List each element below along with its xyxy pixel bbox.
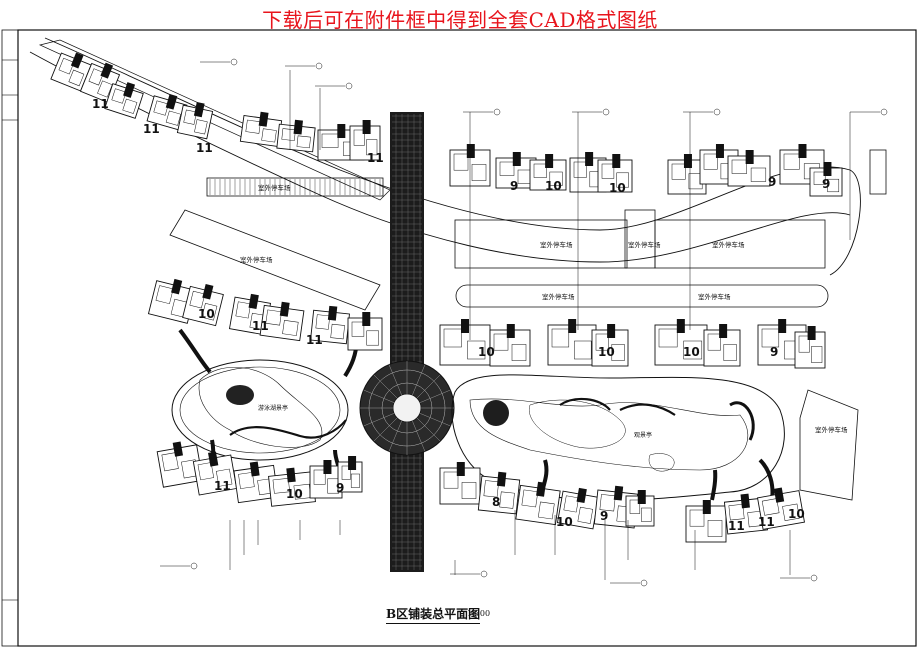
building-footprint bbox=[703, 324, 741, 367]
floor-count-label: 10 bbox=[598, 345, 615, 359]
building-footprint bbox=[489, 324, 531, 367]
floor-count-label: 11 bbox=[252, 319, 269, 333]
floor-count-label: 10 bbox=[545, 179, 562, 193]
parking-lot-5: 室外停车场 bbox=[654, 219, 826, 269]
left-oval-loop: 游泳湖景亭 bbox=[171, 359, 349, 461]
drawing-scale: 1:300 bbox=[467, 609, 491, 618]
parking-lot-8 bbox=[869, 149, 887, 195]
floor-count-label: 10 bbox=[556, 515, 573, 529]
building-footprint bbox=[276, 119, 316, 153]
building-footprint bbox=[182, 283, 224, 327]
floor-count-label: 10 bbox=[609, 181, 626, 195]
floor-count-label: 9 bbox=[822, 177, 830, 191]
floor-count-label: 11 bbox=[367, 151, 384, 165]
parking-lot-1: 室外停车场 bbox=[206, 177, 384, 197]
building-footprint bbox=[146, 93, 188, 131]
building-footprint bbox=[310, 305, 350, 345]
building-footprint bbox=[794, 326, 826, 369]
title-strip bbox=[1, 29, 19, 647]
building-footprint bbox=[439, 319, 491, 366]
building-footprint bbox=[757, 487, 805, 530]
building-footprint bbox=[309, 460, 343, 499]
building-footprint bbox=[156, 441, 204, 488]
building-footprint bbox=[597, 154, 633, 193]
parking-label: 室外停车场 bbox=[258, 183, 291, 192]
building-footprint bbox=[439, 462, 481, 505]
building-footprint bbox=[228, 293, 272, 336]
floor-count-label: 9 bbox=[336, 481, 344, 495]
residential-buildings bbox=[50, 52, 843, 543]
building-footprint bbox=[809, 162, 843, 197]
floor-count-label: 10 bbox=[198, 307, 215, 321]
building-footprint bbox=[104, 82, 144, 119]
central-boulevard bbox=[390, 112, 424, 572]
floor-count-label: 9 bbox=[510, 179, 518, 193]
building-footprint bbox=[685, 500, 727, 543]
building-footprint bbox=[556, 487, 600, 530]
floor-count-label: 10 bbox=[683, 345, 700, 359]
building-footprint bbox=[239, 111, 283, 148]
floor-count-label: 10 bbox=[286, 487, 303, 501]
parking-label: 室外停车场 bbox=[628, 240, 661, 249]
lake-park-label: 游泳湖景亭 bbox=[258, 404, 288, 412]
floor-count-label: 11 bbox=[143, 122, 160, 136]
building-footprint bbox=[176, 101, 214, 140]
building-footprint bbox=[625, 490, 655, 527]
parking-lot-7: 室外停车场 bbox=[799, 389, 859, 501]
drawing-title: B区铺装总平面图 bbox=[386, 605, 481, 624]
building-footprint bbox=[727, 150, 771, 187]
parking-label: 室外停车场 bbox=[240, 255, 273, 264]
floor-count-label: 11 bbox=[758, 515, 775, 529]
building-footprint bbox=[515, 481, 561, 526]
floor-count-label: 11 bbox=[728, 519, 745, 533]
floor-counts: 11 11 11 11 9 10 10 9 9 10 11 11 10 10 1… bbox=[92, 97, 830, 533]
building-footprint bbox=[477, 471, 521, 515]
parking-label: 室外停车场 bbox=[542, 292, 575, 301]
building-footprint bbox=[591, 324, 629, 367]
parking-lot-2: 室外停车场 bbox=[169, 209, 381, 311]
building-footprint bbox=[723, 493, 769, 535]
floor-count-label: 11 bbox=[214, 479, 231, 493]
building-footprint bbox=[495, 152, 537, 189]
floor-count-label: 11 bbox=[92, 97, 109, 111]
building-footprint bbox=[50, 52, 92, 92]
parking-label: 室外停车场 bbox=[712, 240, 745, 249]
building-footprint bbox=[349, 120, 381, 161]
building-footprint bbox=[529, 154, 567, 191]
floor-count-label: 8 bbox=[492, 495, 500, 509]
parking-label: 室外停车场 bbox=[815, 425, 848, 434]
building-footprint bbox=[259, 301, 305, 342]
building-footprint bbox=[347, 312, 383, 351]
floor-count-label: 9 bbox=[768, 175, 776, 189]
floor-count-label: 11 bbox=[306, 333, 323, 347]
download-banner: 下载后可在附件框中得到全套CAD格式图纸 bbox=[262, 8, 658, 32]
parking-lot-3: 室外停车场 bbox=[454, 219, 628, 269]
parking-label: 室外停车场 bbox=[698, 292, 731, 301]
building-footprint bbox=[654, 319, 708, 366]
callout-leaders bbox=[160, 58, 888, 587]
building-footprint bbox=[547, 319, 597, 366]
floor-count-label: 9 bbox=[600, 509, 608, 523]
parking-lot-4: 室外停车场 bbox=[624, 209, 661, 269]
floor-count-label: 10 bbox=[478, 345, 495, 359]
floor-count-label: 9 bbox=[770, 345, 778, 359]
floor-count-label: 11 bbox=[196, 141, 213, 155]
view-pavilion-label: 观景亭 bbox=[634, 431, 652, 439]
right-landscape-loop: 观景亭 bbox=[451, 374, 785, 501]
parking-lot-6: 室外停车场 室外停车场 bbox=[455, 284, 829, 308]
building-footprint bbox=[337, 456, 363, 493]
parking-label: 室外停车场 bbox=[540, 240, 573, 249]
floor-count-label: 10 bbox=[788, 507, 805, 521]
building-footprint bbox=[192, 451, 238, 496]
central-plaza bbox=[359, 360, 455, 456]
